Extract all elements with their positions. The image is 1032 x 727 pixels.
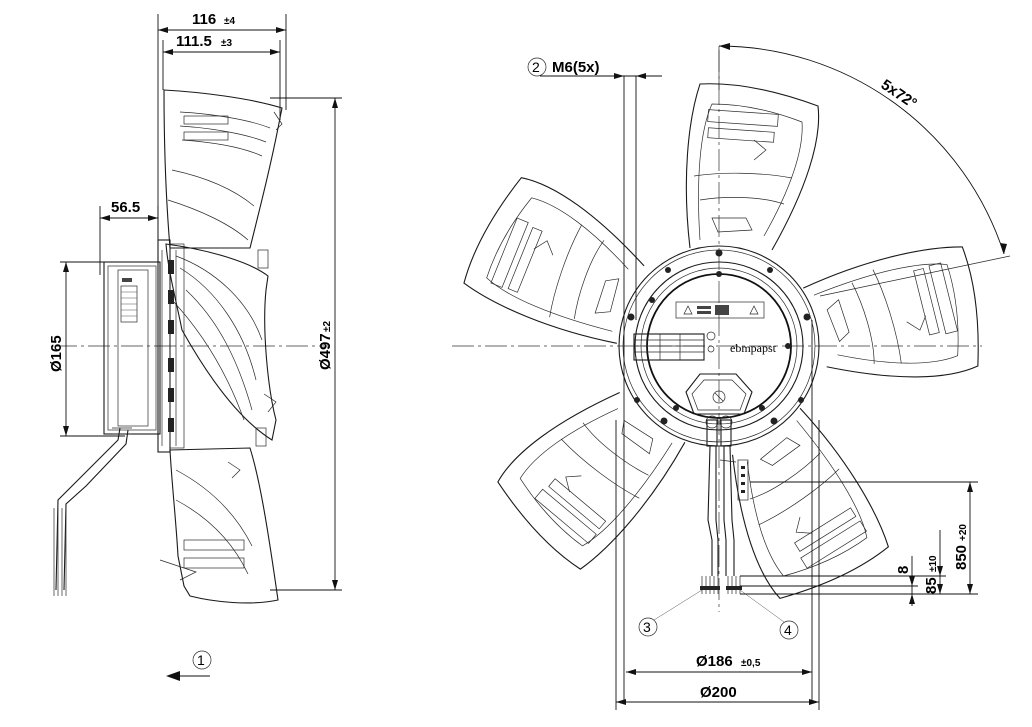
dim-strip-length: 85 ±10 (740, 530, 946, 594)
angle-value: 5x72° (878, 76, 920, 112)
bolt-holes (627, 249, 811, 425)
wire-strip-value: 8 (895, 566, 912, 574)
dim-cable-length: 850 +20 (740, 481, 978, 595)
strip-length-tol: ±10 (928, 555, 939, 572)
callout-cables: 3 4 (638, 589, 799, 640)
callout-cable-right: 4 (784, 622, 792, 638)
bolt-circle-tol: ±0,5 (741, 658, 761, 669)
front-cables (700, 415, 749, 594)
front-view: ebmpapst (452, 43, 1011, 710)
dim-motor-diameter: Ø165 (48, 261, 125, 437)
thread-callout-number: 2 (532, 59, 540, 75)
side-view: 116 ±4 111.5 ±3 56.5 (48, 11, 342, 681)
strip-length-value: 85 (923, 577, 940, 594)
cable-length-tol: +20 (958, 524, 969, 541)
hub-plate (157, 239, 185, 453)
airflow-indicator: 1 (166, 650, 212, 681)
rotor-diameter-value: Ø200 (700, 684, 737, 701)
bolt-circle-value: Ø186 (696, 653, 733, 670)
blade-depth-tol: ±3 (221, 38, 232, 49)
blade-front-outlines (458, 83, 1000, 618)
motor-body (103, 261, 161, 435)
callout-airflow: 1 (197, 652, 205, 668)
hub-front: ebmpapst (618, 245, 820, 447)
brand-logo: ebmpapst (730, 341, 777, 355)
dim-motor-offset: 56.5 (99, 199, 159, 275)
overall-depth-value: 116 (192, 11, 216, 28)
dim-rotor-diameter: Ø200 (615, 420, 820, 710)
dim-overall-depth: 116 ±4 (157, 11, 287, 240)
fan-diameter-tol: ±2 (322, 321, 333, 332)
blade-depth-value: 111.5 (176, 33, 212, 50)
overall-depth-tol: ±4 (224, 16, 235, 27)
blade-side-profiles (159, 89, 283, 604)
dim-fan-diameter: Ø497 ±2 (270, 97, 342, 591)
dim-thread: 2 M6(5x) (527, 57, 662, 700)
side-cable (53, 427, 132, 596)
callout-cable-left: 3 (643, 619, 651, 635)
dim-blade-depth: 111.5 ±3 (162, 33, 281, 120)
motor-offset-value: 56.5 (111, 199, 140, 216)
fan-diameter-value: Ø497 (317, 333, 334, 370)
dim-wire-strip: 8 (740, 556, 918, 606)
motor-diameter-value: Ø165 (48, 335, 65, 372)
thread-value: M6(5x) (552, 59, 600, 76)
dim-bolt-circle: Ø186 ±0,5 (626, 320, 813, 700)
cable-length-value: 850 (953, 545, 970, 570)
